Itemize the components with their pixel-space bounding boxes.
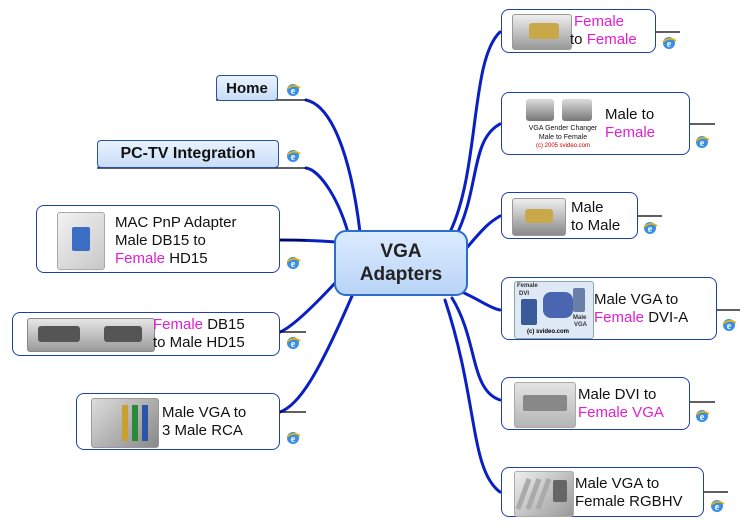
internet-explorer-icon[interactable]: e — [642, 220, 658, 236]
db15-line1: Female DB15 — [153, 316, 245, 333]
rca-line2: 3 Male RCA — [162, 422, 243, 439]
home-label: Home — [226, 79, 268, 97]
vga-to-rgbhv-topic[interactable]: Male VGA to Female RGBHV — [501, 467, 704, 517]
internet-explorer-icon[interactable]: e — [285, 148, 301, 164]
svg-text:e: e — [291, 259, 296, 270]
svg-text:e: e — [291, 434, 296, 445]
rca-cable-image — [91, 398, 159, 448]
svg-text:e: e — [667, 39, 672, 50]
internet-explorer-icon[interactable]: e — [721, 317, 737, 333]
svg-text:e: e — [700, 412, 705, 423]
internet-explorer-icon[interactable]: e — [709, 498, 725, 514]
dvi-line1: Male DVI to — [578, 386, 657, 403]
svg-text:e: e — [700, 138, 705, 149]
db15-adapter-image — [27, 318, 155, 352]
mac-line3: Female HD15 — [115, 250, 208, 267]
rgbhv-line2: Female RGBHV — [575, 493, 683, 510]
mm-line2: to Male — [571, 217, 621, 234]
female-gender-changer-image — [512, 14, 572, 50]
female-to-female-topic[interactable]: Female to Female — [501, 9, 656, 53]
svg-text:e: e — [291, 86, 296, 97]
branch-female-to-female — [448, 30, 502, 234]
branch-pctv — [304, 166, 352, 242]
gender-changer-caption: VGA Gender Changer Male to Female (c) 20… — [528, 125, 598, 149]
internet-explorer-icon[interactable]: e — [285, 430, 301, 446]
pc-tv-label: PC-TV Integration — [120, 145, 256, 162]
rca-line1: Male VGA to — [162, 404, 247, 421]
internet-explorer-icon[interactable]: e — [285, 335, 301, 351]
male-gender-changer-image — [512, 198, 566, 236]
branch-male-to-female — [453, 122, 502, 240]
dvi-line2: Female VGA — [578, 404, 664, 421]
branch-rca — [278, 294, 354, 414]
male-to-male-topic[interactable]: Male to Male — [501, 192, 638, 239]
mf-line2: Female — [605, 124, 656, 141]
ff-line1: Female — [574, 13, 625, 30]
dvi-adapter-image: Female DVI Male VGA (c) svideo.com — [514, 281, 594, 339]
internet-explorer-icon[interactable]: e — [694, 134, 710, 150]
mac-adapter-image — [57, 212, 105, 270]
internet-explorer-icon[interactable]: e — [285, 82, 301, 98]
db15-to-hd15-topic[interactable]: Female DB15 to Male HD15 — [12, 312, 280, 356]
branch-male-vga-to-dvia — [460, 290, 502, 312]
ff-line2: to Female — [570, 31, 637, 48]
vga-to-rca-topic[interactable]: Male VGA to 3 Male RCA — [76, 393, 280, 450]
dvia-line1: Male VGA to — [594, 291, 679, 308]
mm-line1: Male — [571, 199, 604, 216]
internet-explorer-icon[interactable]: e — [285, 255, 301, 271]
svg-text:e: e — [727, 321, 732, 332]
mac-pnp-adapter-topic[interactable]: MAC PnP Adapter Male DB15 to Female HD15 — [36, 205, 280, 273]
internet-explorer-icon[interactable]: e — [694, 408, 710, 424]
svg-text:e: e — [291, 152, 296, 163]
dvi-to-vga-topic[interactable]: Male DVI to Female VGA — [501, 377, 690, 430]
svg-text:e: e — [648, 224, 653, 235]
svg-text:e: e — [291, 339, 296, 350]
svg-text:e: e — [715, 502, 720, 513]
mac-line1: MAC PnP Adapter — [115, 214, 237, 231]
mf-line1: Male to — [605, 106, 655, 123]
internet-explorer-icon[interactable]: e — [661, 35, 677, 51]
dvi-vga-adapter-image — [514, 382, 576, 428]
branch-male-to-male — [463, 214, 502, 252]
branch-male-dvi-to-vga — [450, 296, 502, 402]
mac-line2: Male DB15 to — [115, 232, 206, 249]
central-topic: VGA Adapters — [334, 230, 468, 296]
home-link[interactable]: Home — [216, 75, 278, 101]
branch-db15 — [278, 280, 338, 334]
pc-tv-integration-link[interactable]: PC-TV Integration — [97, 140, 279, 168]
dvia-line2: Female DVI-A — [594, 309, 689, 326]
male-to-female-topic[interactable]: VGA Gender Changer Male to Female (c) 20… — [501, 92, 690, 155]
vga-gender-changer-image — [520, 97, 598, 123]
center-line2: Adapters — [359, 264, 443, 285]
vga-to-dvi-a-topic[interactable]: Female DVI Male VGA (c) svideo.com Male … — [501, 277, 717, 340]
branch-rgbhv — [443, 298, 502, 494]
db15-line2: to Male HD15 — [153, 334, 245, 351]
branch-home — [304, 98, 362, 234]
center-line1: VGA — [380, 241, 422, 262]
rgbhv-line1: Male VGA to — [575, 475, 660, 492]
rgbhv-cable-image — [514, 471, 574, 517]
